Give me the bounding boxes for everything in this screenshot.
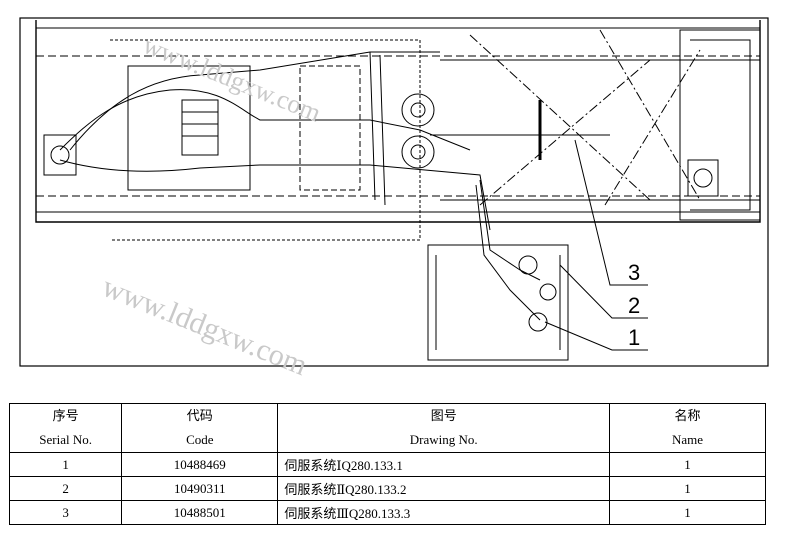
- callout-2: 2: [628, 293, 640, 318]
- cell-code: 10488469: [121, 452, 279, 477]
- brake-disc-upper: [401, 93, 435, 127]
- chassis-schematic-drawing: 3 2 1: [19, 17, 769, 367]
- auxiliary-box: [427, 244, 569, 361]
- cell-name: 1: [609, 452, 766, 477]
- valve-block: [181, 99, 219, 156]
- cell-serial: 1: [8, 452, 123, 477]
- drawing-border: [19, 17, 769, 367]
- cell-drawing: 伺服系统ⅡQ280.133.2: [277, 476, 611, 501]
- leader-line-3: [574, 139, 648, 286]
- cell-name: 1: [609, 476, 766, 501]
- pump-unit: [43, 134, 77, 176]
- cell-serial: 2: [8, 476, 123, 501]
- actuator: [687, 159, 719, 197]
- table-row: 3 10488501 伺服系统ⅢQ280.133.3 1: [8, 500, 766, 525]
- cell-drawing: 伺服系统ⅢQ280.133.3: [277, 500, 611, 525]
- cell-name: 1: [609, 500, 766, 525]
- cell-drawing: 伺服系统ⅠQ280.133.1: [277, 452, 611, 477]
- leader-line-1: [544, 321, 648, 351]
- cell-code: 10488501: [121, 500, 279, 525]
- table-row: 1 10488469 伺服系统ⅠQ280.133.1 1: [8, 452, 766, 477]
- cell-serial: 3: [8, 500, 123, 525]
- callout-1: 1: [628, 325, 640, 350]
- brake-disc-lower: [401, 135, 435, 169]
- table-row: 2 10490311 伺服系统ⅡQ280.133.2 1: [8, 476, 766, 501]
- chassis-outline: [35, 20, 761, 223]
- callout-3: 3: [628, 260, 640, 285]
- leader-line-2: [559, 264, 648, 319]
- cell-code: 10490311: [121, 476, 279, 501]
- hydraulic-hose: [59, 89, 471, 151]
